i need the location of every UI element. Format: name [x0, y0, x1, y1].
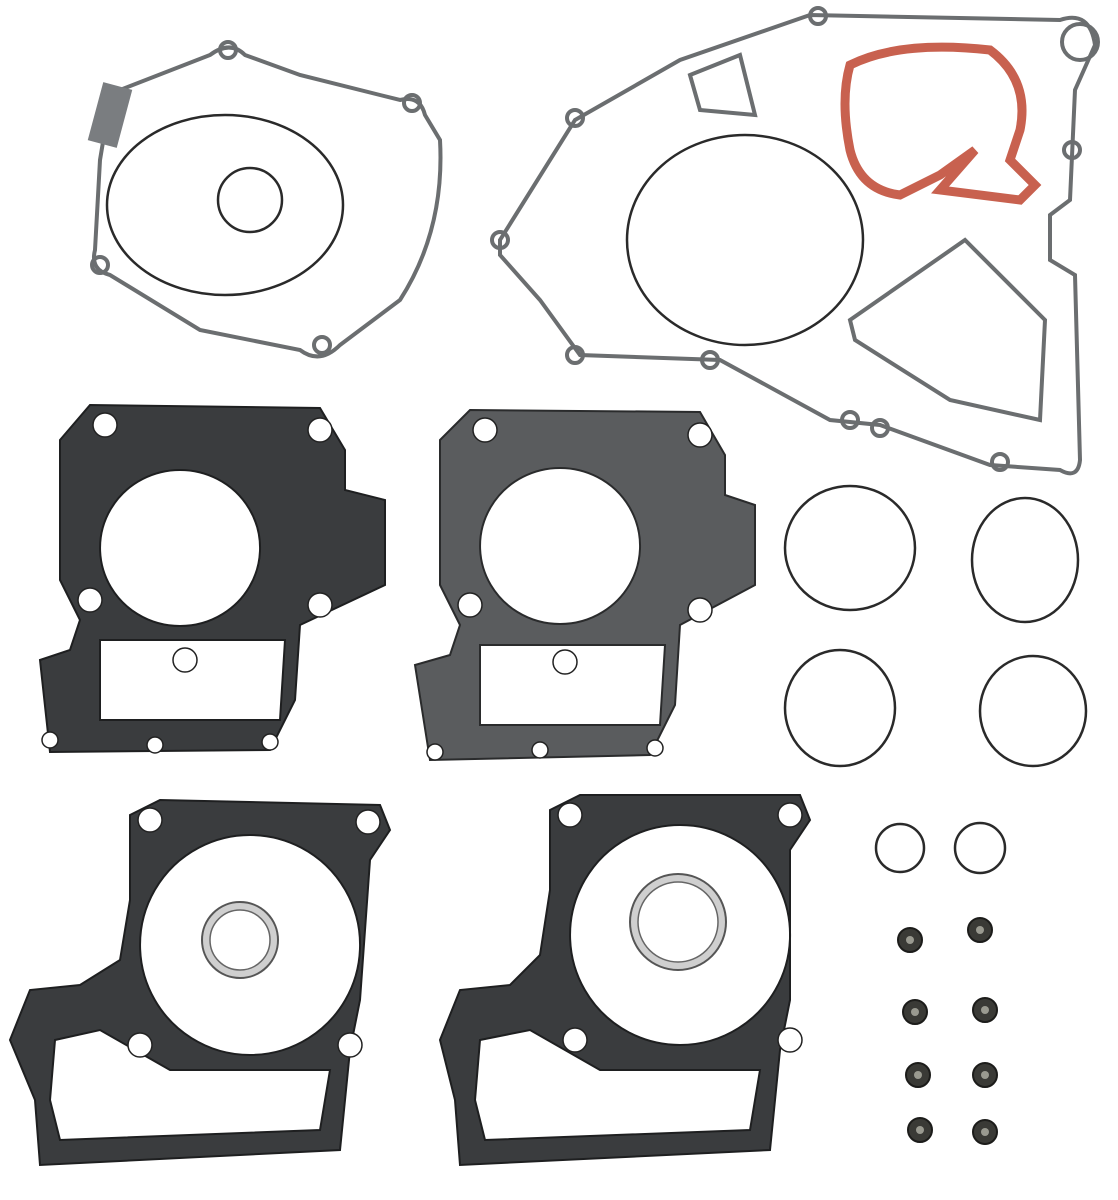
cylinder-base-gasket-left	[8, 798, 392, 1167]
cylinder-head-gasket-right	[413, 408, 756, 762]
valve-stem-seals	[897, 917, 998, 1145]
generator-cover-gasket	[87, 40, 443, 359]
water-pump-gasket	[840, 42, 1042, 205]
cylinder-head-gasket-left	[38, 403, 386, 754]
o-rings	[783, 484, 1088, 875]
cylinder-base-gasket-right	[438, 794, 812, 1167]
crankcase-cover-gasket	[490, 6, 1100, 476]
